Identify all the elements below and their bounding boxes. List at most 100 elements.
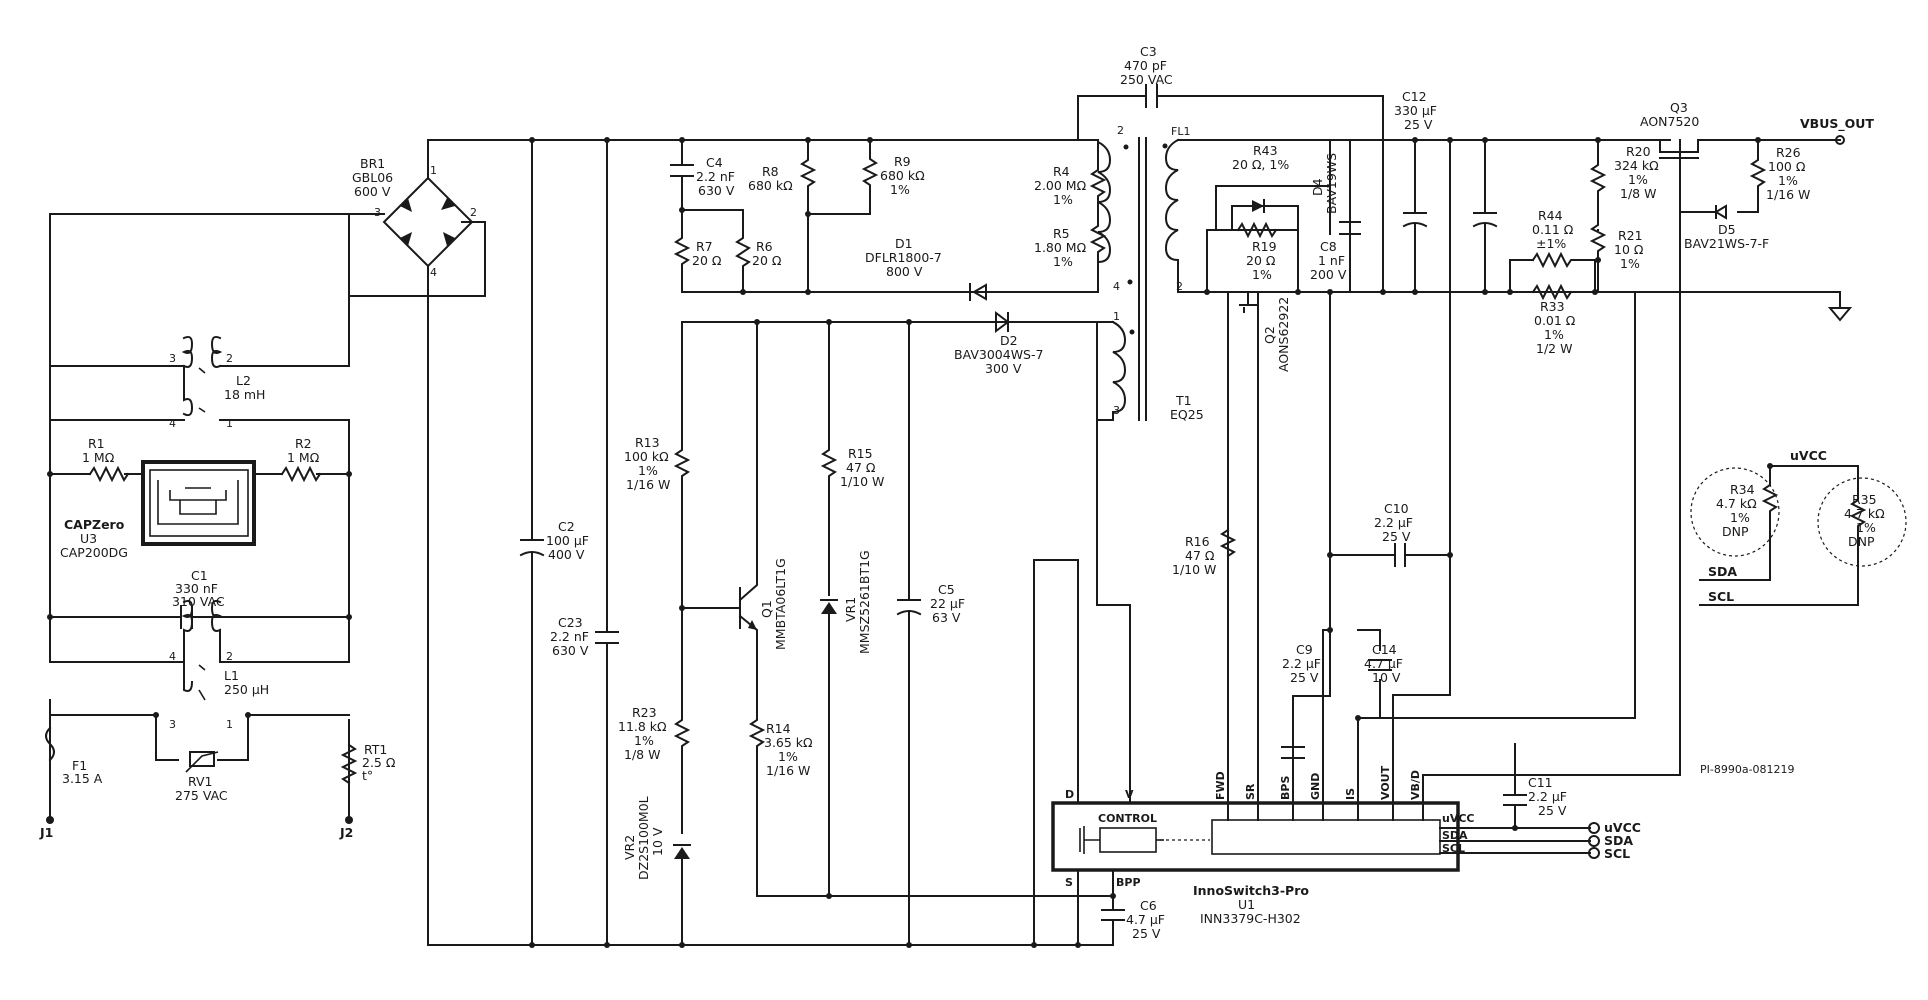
vr2-part: DZ2S100M0L xyxy=(636,796,651,880)
junction xyxy=(346,471,352,477)
l1-pin2: 2 xyxy=(226,650,233,663)
c23-ref: C23 xyxy=(558,615,583,630)
secondary-wiring xyxy=(1177,139,1853,821)
c2-value1: 100 µF xyxy=(546,533,589,548)
l1-ref: L1 xyxy=(224,668,239,683)
junction xyxy=(1482,289,1488,295)
u1-pin-uvcc: uVCC xyxy=(1442,812,1475,825)
u3-part: CAP200DG xyxy=(60,545,128,560)
r15-value1: 47 Ω xyxy=(846,460,876,475)
q2-part: AONS62922 xyxy=(1276,297,1291,372)
uvcc-net-label: uVCC xyxy=(1790,448,1827,463)
c14-value1: 4.7 µF xyxy=(1364,656,1403,671)
junction xyxy=(47,471,53,477)
terminal-vbus-out[interactable] xyxy=(1835,135,1845,145)
br1-pin2: 2 xyxy=(470,206,477,219)
u1-pin-fwd: FWD xyxy=(1214,771,1227,800)
u3-ref: U3 xyxy=(80,531,97,546)
junction xyxy=(153,712,159,718)
junction xyxy=(1031,942,1037,948)
r6-value: 20 Ω xyxy=(752,253,782,268)
r34-value2: 1% xyxy=(1730,510,1750,525)
r13-value1: 100 kΩ xyxy=(624,449,669,464)
terminal-sda[interactable] xyxy=(1588,835,1600,847)
thermistor-rt1 xyxy=(340,743,358,785)
c3-value2: 250 VAC xyxy=(1120,72,1173,87)
l2-pin3: 3 xyxy=(169,352,176,365)
c12-ref: C12 xyxy=(1402,89,1427,104)
r35-value2: 1% xyxy=(1856,520,1876,535)
r43-ref: R43 xyxy=(1253,143,1278,158)
c23-value1: 2.2 nF xyxy=(550,629,589,644)
junction xyxy=(1592,289,1598,295)
u1-pin-scl: SCL xyxy=(1442,842,1465,855)
sda-net-label: SDA xyxy=(1708,564,1737,579)
br1-voltage: 600 V xyxy=(354,184,391,199)
c12-value2: 25 V xyxy=(1404,117,1433,132)
junction xyxy=(604,137,610,143)
r20-value3: 1/8 W xyxy=(1620,186,1656,201)
c2-value2: 400 V xyxy=(548,547,585,562)
r23-ref: R23 xyxy=(632,705,657,720)
br1-pin1: 1 xyxy=(430,164,437,177)
c6-ref: C6 xyxy=(1140,898,1157,913)
u1-ref: U1 xyxy=(1238,897,1255,912)
junction xyxy=(1507,289,1513,295)
r26-ref: R26 xyxy=(1776,145,1801,160)
r2-ref: R2 xyxy=(295,436,312,451)
junction xyxy=(1447,552,1453,558)
junction xyxy=(1110,893,1116,899)
rt1-value: 2.5 Ω xyxy=(362,755,396,770)
r15-ref: R15 xyxy=(848,446,873,461)
junction xyxy=(1295,289,1301,295)
junction xyxy=(805,137,811,143)
out-uvcc-label: uVCC xyxy=(1604,820,1641,835)
u1-control-label: CONTROL xyxy=(1098,812,1157,825)
d1-ref: D1 xyxy=(895,236,913,251)
junction xyxy=(826,893,832,899)
junction xyxy=(1327,552,1333,558)
junction xyxy=(1327,289,1333,295)
u1-pin-vbd: VB/D xyxy=(1409,770,1422,800)
junction xyxy=(1595,137,1601,143)
f1-ref: F1 xyxy=(72,758,87,773)
l2-pin1: 1 xyxy=(226,417,233,430)
junction xyxy=(245,712,251,718)
c14-value2: 10 V xyxy=(1372,670,1401,685)
br1-ref: BR1 xyxy=(360,156,385,171)
c10-ref: C10 xyxy=(1384,501,1409,516)
c5-ref: C5 xyxy=(938,582,955,597)
r20-ref: R20 xyxy=(1626,144,1651,159)
d2-voltage: 300 V xyxy=(985,361,1022,376)
u1-pin-d: D xyxy=(1065,788,1074,801)
rt1-temp: t° xyxy=(362,768,373,783)
d5-part: BAV21WS-7-F xyxy=(1684,236,1769,251)
u3-name: CAPZero xyxy=(64,517,125,532)
primary-regulator-wiring xyxy=(673,321,1114,946)
t1-ref: T1 xyxy=(1175,393,1192,408)
terminal-uvcc[interactable] xyxy=(1588,822,1600,834)
c3-value1: 470 pF xyxy=(1124,58,1167,73)
r33-ref: R33 xyxy=(1540,299,1565,314)
c8-value2: 200 V xyxy=(1310,267,1347,282)
junction xyxy=(1327,627,1333,633)
l1-pin1: 1 xyxy=(226,718,233,731)
junction xyxy=(679,605,685,611)
c1-value2: 310 VAC xyxy=(172,594,225,609)
t1-pin3: 3 xyxy=(1113,404,1120,417)
junction xyxy=(1755,137,1761,143)
d2-ref: D2 xyxy=(1000,333,1018,348)
c9-value1: 2.2 µF xyxy=(1282,656,1321,671)
terminal-scl[interactable] xyxy=(1588,847,1600,859)
r4-value1: 2.00 MΩ xyxy=(1034,178,1087,193)
l1-pin3: 3 xyxy=(169,718,176,731)
br1-part: GBL06 xyxy=(352,170,393,185)
r6-ref: R6 xyxy=(756,239,773,254)
c6-value1: 4.7 µF xyxy=(1126,912,1165,927)
c4-value1: 2.2 nF xyxy=(696,169,735,184)
junction xyxy=(1380,289,1386,295)
br1-pin3: 3 xyxy=(374,206,381,219)
r13-value3: 1/16 W xyxy=(626,477,670,492)
u1-pin-s: S xyxy=(1065,876,1073,889)
